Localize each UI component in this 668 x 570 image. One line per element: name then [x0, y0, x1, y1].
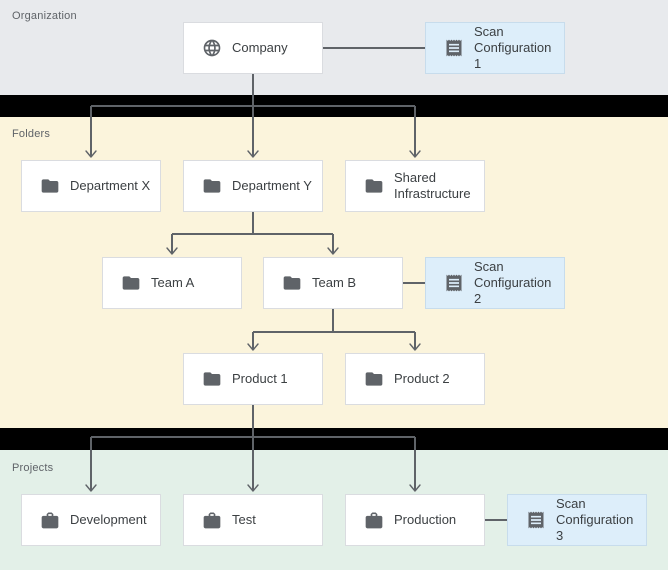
folder-icon	[40, 176, 60, 196]
node-label: Scan Configuration 2	[474, 258, 552, 307]
node-label: Team A	[151, 274, 195, 290]
divider-band-bottom	[0, 428, 668, 450]
node-department-x: Department X	[21, 160, 161, 212]
folder-icon	[121, 273, 141, 293]
globe-icon	[202, 38, 222, 58]
briefcase-icon	[364, 510, 384, 530]
node-team-b: Team B	[263, 257, 403, 309]
node-label: Shared Infrastructure	[394, 169, 471, 201]
node-label: Product 2	[394, 370, 450, 386]
node-company: Company	[183, 22, 323, 74]
section-label-projects: Projects	[12, 462, 54, 474]
node-label: Development	[70, 511, 147, 527]
node-department-y: Department Y	[183, 160, 323, 212]
folder-icon	[202, 369, 222, 389]
node-label: Product 1	[232, 370, 288, 386]
briefcase-icon	[202, 510, 222, 530]
node-production: Production	[345, 494, 485, 546]
receipt-icon	[444, 38, 464, 58]
folder-icon	[282, 273, 302, 293]
receipt-icon	[526, 510, 546, 530]
node-label: Team B	[312, 274, 357, 290]
section-organization	[0, 0, 668, 95]
node-label: Scan Configuration 1	[474, 23, 552, 72]
node-scan-configuration-2: Scan Configuration 2	[425, 257, 565, 309]
divider-band-top	[0, 95, 668, 117]
node-scan-configuration-1: Scan Configuration 1	[425, 22, 565, 74]
node-label: Production	[394, 511, 457, 527]
node-team-a: Team A	[102, 257, 242, 309]
receipt-icon	[444, 273, 464, 293]
node-product-2: Product 2	[345, 353, 485, 405]
node-shared-infrastructure: Shared Infrastructure	[345, 160, 485, 212]
node-label: Scan Configuration 3	[556, 495, 634, 544]
folder-icon	[364, 176, 384, 196]
node-development: Development	[21, 494, 161, 546]
node-label: Company	[232, 39, 288, 55]
node-label: Department Y	[232, 177, 312, 193]
folder-icon	[202, 176, 222, 196]
folder-icon	[364, 369, 384, 389]
node-label: Test	[232, 511, 256, 527]
node-product-1: Product 1	[183, 353, 323, 405]
node-test: Test	[183, 494, 323, 546]
node-label: Department X	[70, 177, 151, 193]
section-label-organization: Organization	[12, 10, 77, 22]
section-label-folders: Folders	[12, 128, 51, 140]
node-scan-configuration-3: Scan Configuration 3	[507, 494, 647, 546]
briefcase-icon	[40, 510, 60, 530]
